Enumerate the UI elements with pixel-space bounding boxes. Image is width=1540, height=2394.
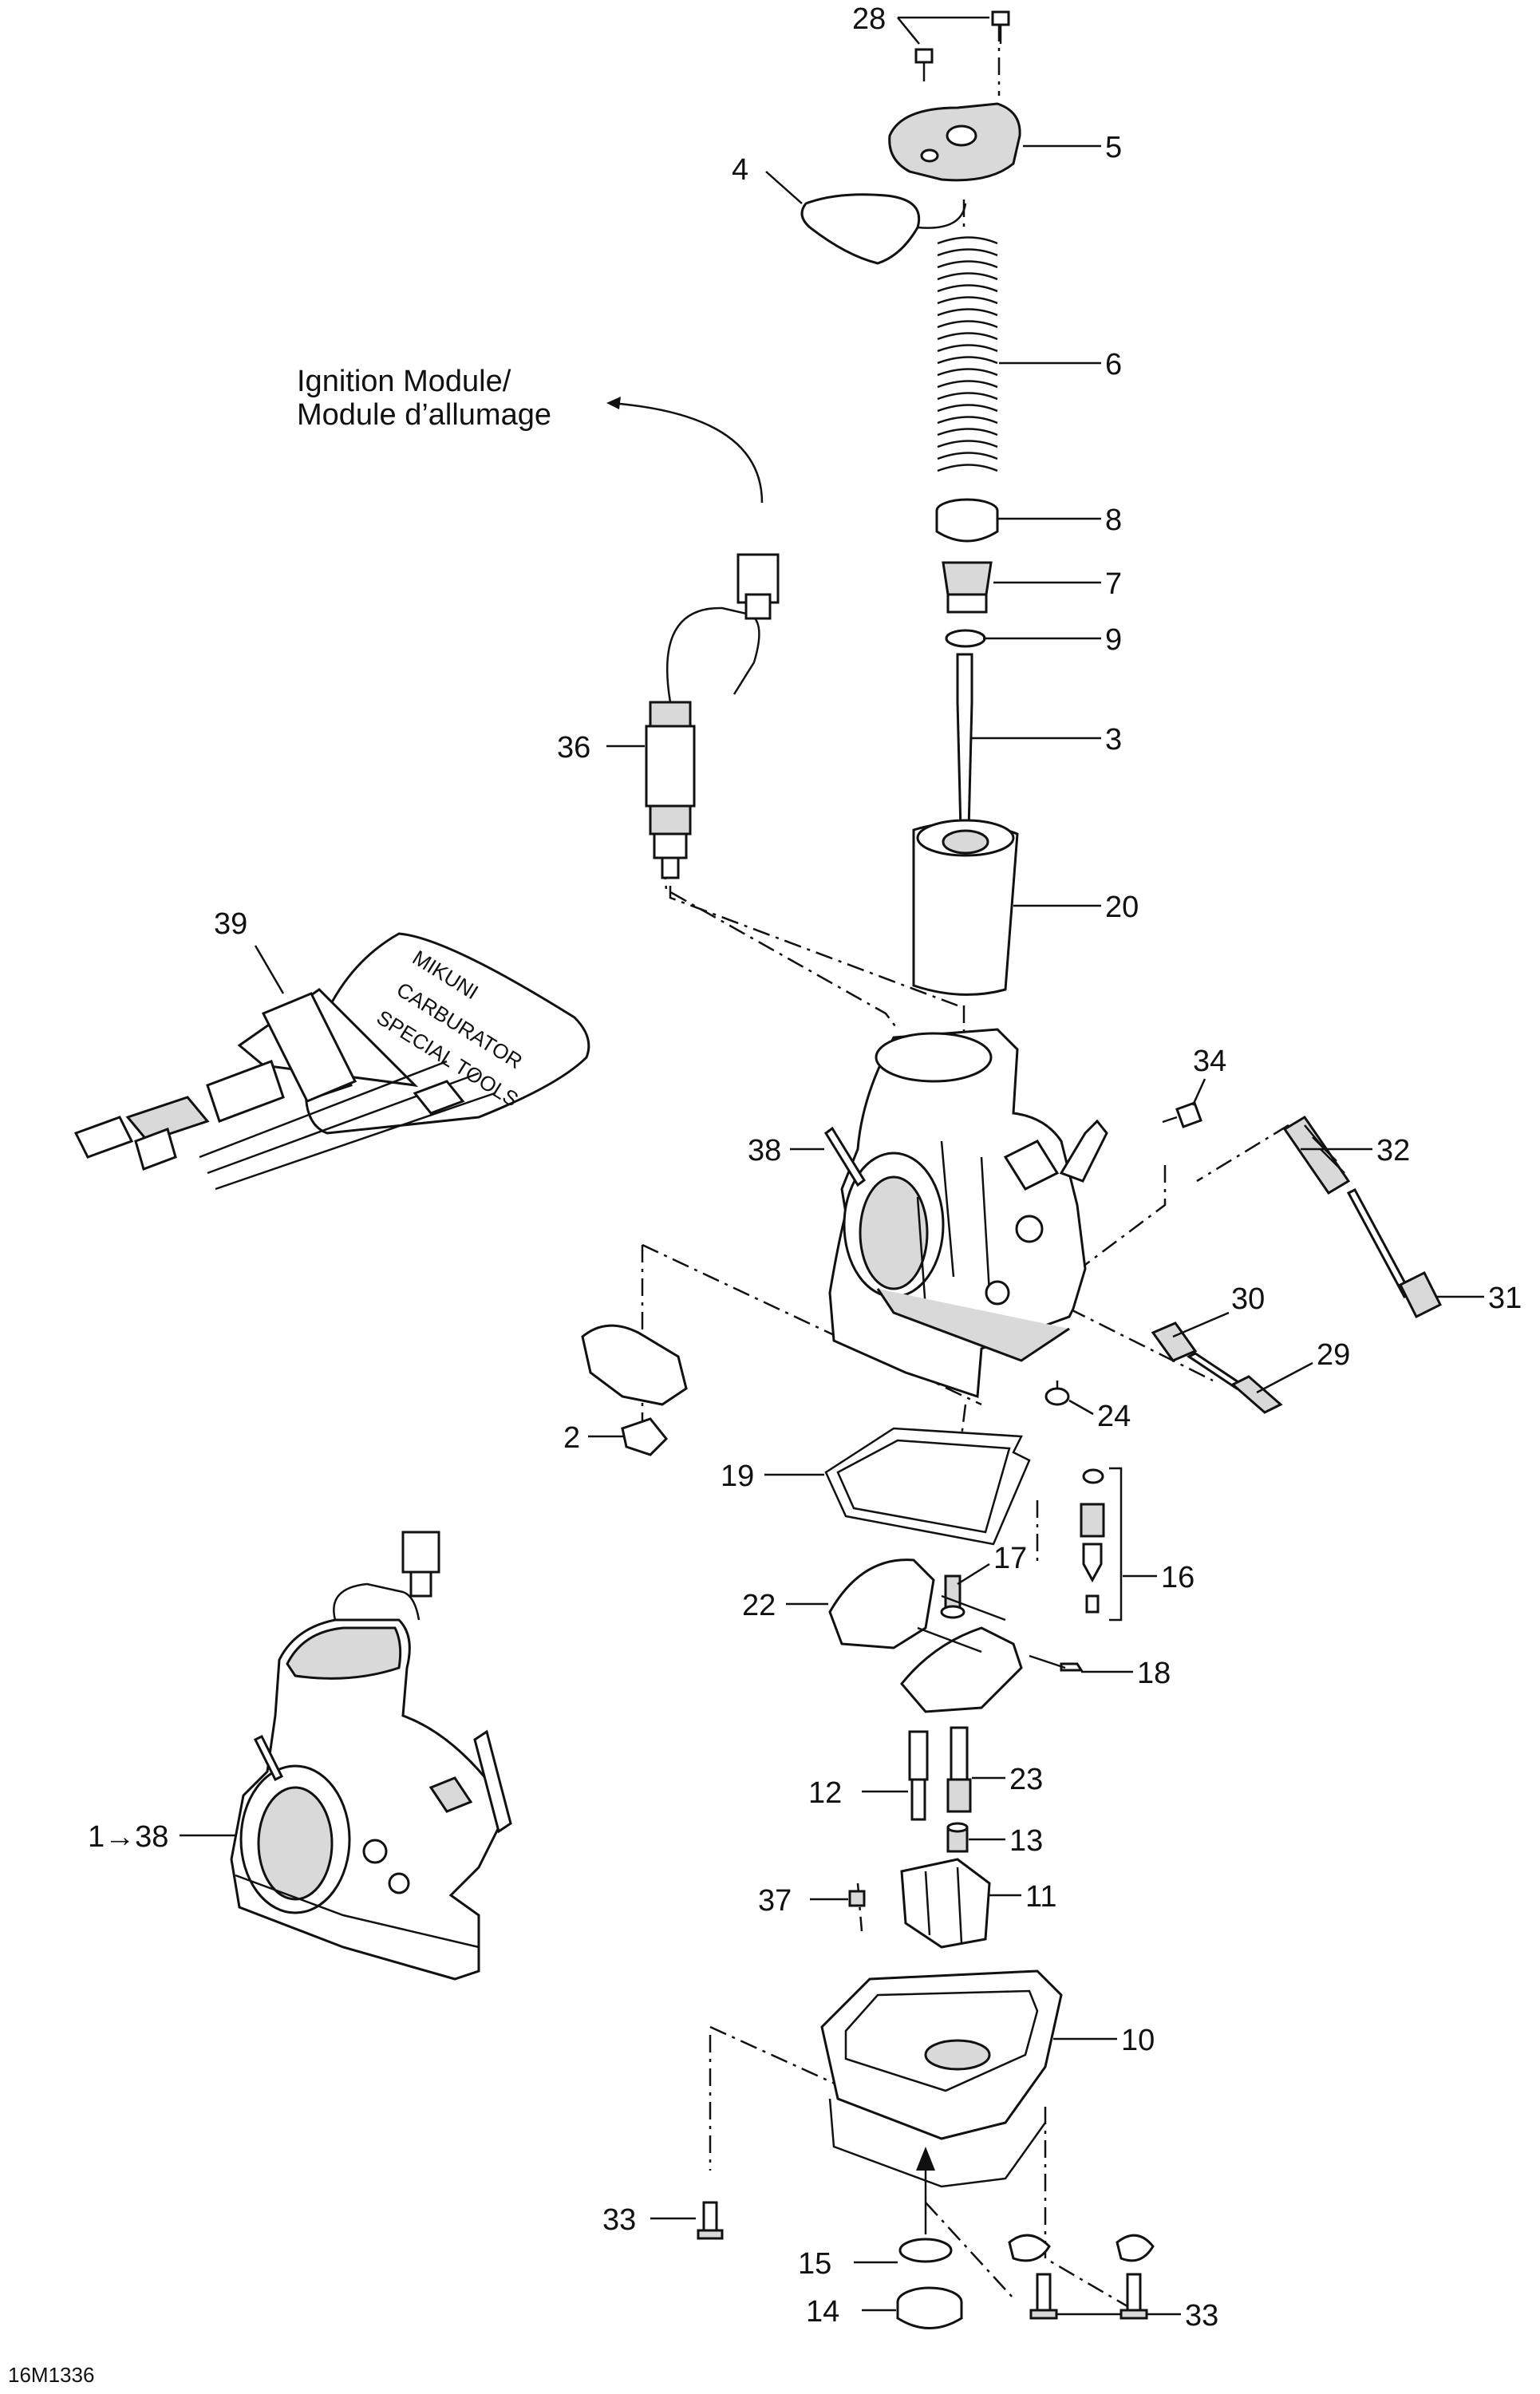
callout-arrow-line — [610, 401, 764, 504]
part-7-holder — [942, 561, 993, 614]
leader-lines — [180, 16, 1484, 2316]
part-28-screws — [914, 10, 1010, 81]
part-label-39: 39 — [214, 907, 247, 941]
part-24-plug — [1044, 1381, 1070, 1406]
part-label-29: 29 — [1317, 1338, 1350, 1372]
part-13-jet — [946, 1822, 969, 1853]
part-10-float-bowl — [820, 1969, 1063, 2188]
part-label-4: 4 — [732, 153, 748, 187]
part-22-float — [828, 1558, 1023, 1713]
part-label-3: 3 — [1105, 723, 1122, 757]
part-5-cap — [888, 102, 1021, 182]
part-label-33-right: 33 — [1185, 2299, 1218, 2333]
part-label-7: 7 — [1105, 567, 1122, 601]
part-39-tool-kit: MIKUNI CARBURATOR SPECIAL TOOLS — [73, 932, 590, 1191]
part-20-slide — [912, 819, 1019, 996]
part-label-1-to-38: 1→38 — [88, 1820, 168, 1854]
part-label-8: 8 — [1105, 504, 1122, 537]
part-12-jet — [908, 1730, 929, 1821]
part-29-screw — [1187, 1352, 1283, 1414]
part-14-plug — [896, 2286, 963, 2329]
figure-id: 16M1336 — [8, 2363, 94, 2387]
part-33-screw-left — [697, 2201, 724, 2240]
part-18-pin — [1029, 1654, 1084, 1672]
part-label-10: 10 — [1121, 2024, 1155, 2057]
part-label-15: 15 — [798, 2247, 831, 2281]
part-label-6: 6 — [1105, 348, 1122, 381]
part-label-5: 5 — [1105, 131, 1122, 164]
part-36-sensor — [645, 553, 958, 1007]
part-label-24: 24 — [1097, 1400, 1131, 1433]
part-4-gasket — [800, 193, 920, 265]
part-3-needle — [956, 653, 973, 832]
part-37-screw — [848, 1890, 866, 1907]
part-32-spring — [1282, 1115, 1351, 1195]
part-label-17: 17 — [993, 1542, 1027, 1575]
part-2-bracket — [581, 1324, 688, 1456]
part-label-9: 9 — [1105, 623, 1122, 657]
gasket-arrow — [917, 203, 967, 229]
part-label-28: 28 — [852, 2, 886, 36]
part-33-screws-right — [1008, 2234, 1155, 2320]
part-label-32: 32 — [1376, 1134, 1410, 1167]
part-34-screw — [1162, 1101, 1202, 1128]
part-8-seat — [935, 498, 999, 543]
part-38-pin — [824, 1126, 866, 1187]
part-label-31: 31 — [1488, 1282, 1522, 1315]
part-label-37: 37 — [758, 1884, 792, 1918]
part-label-34: 34 — [1193, 1045, 1226, 1078]
part-label-12: 12 — [808, 1776, 842, 1810]
part-label-36: 36 — [557, 731, 590, 764]
part-label-18: 18 — [1137, 1657, 1171, 1690]
part-9-clip — [945, 629, 986, 648]
part-23-jet — [946, 1726, 972, 1813]
part-16-needle-valve — [1080, 1467, 1123, 1622]
carburetor-body — [828, 1028, 1108, 1399]
part-label-30: 30 — [1231, 1282, 1265, 1316]
callout-text-en: Ignition Module/ — [297, 365, 511, 398]
part-label-38: 38 — [748, 1134, 781, 1167]
part-label-2: 2 — [563, 1421, 580, 1455]
part-11-baffle — [900, 1858, 991, 1949]
part-6-spring — [937, 236, 998, 472]
part-label-33-left: 33 — [602, 2203, 636, 2237]
part-15-o-ring — [898, 2147, 953, 2263]
part-label-20: 20 — [1105, 891, 1139, 924]
part-30-spring — [1151, 1321, 1198, 1362]
callout-arrowhead — [606, 397, 621, 409]
part-label-11: 11 — [1025, 1880, 1056, 1914]
part-label-19: 19 — [721, 1460, 754, 1493]
part-19-gasket — [824, 1427, 1031, 1546]
part-label-13: 13 — [1009, 1824, 1043, 1858]
part-labels: 28 5 4 6 8 7 9 3 36 20 39 34 38 32 30 31… — [88, 2, 1522, 2333]
part-31-screw — [1346, 1188, 1443, 1319]
part-label-22: 22 — [742, 1589, 776, 1622]
assembled-carburetor — [230, 1531, 512, 1981]
part-label-16: 16 — [1161, 1561, 1194, 1594]
part-label-14: 14 — [806, 2295, 839, 2329]
callout-text-fr: Module d’allumage — [297, 398, 551, 432]
part-label-23: 23 — [1009, 1763, 1043, 1796]
